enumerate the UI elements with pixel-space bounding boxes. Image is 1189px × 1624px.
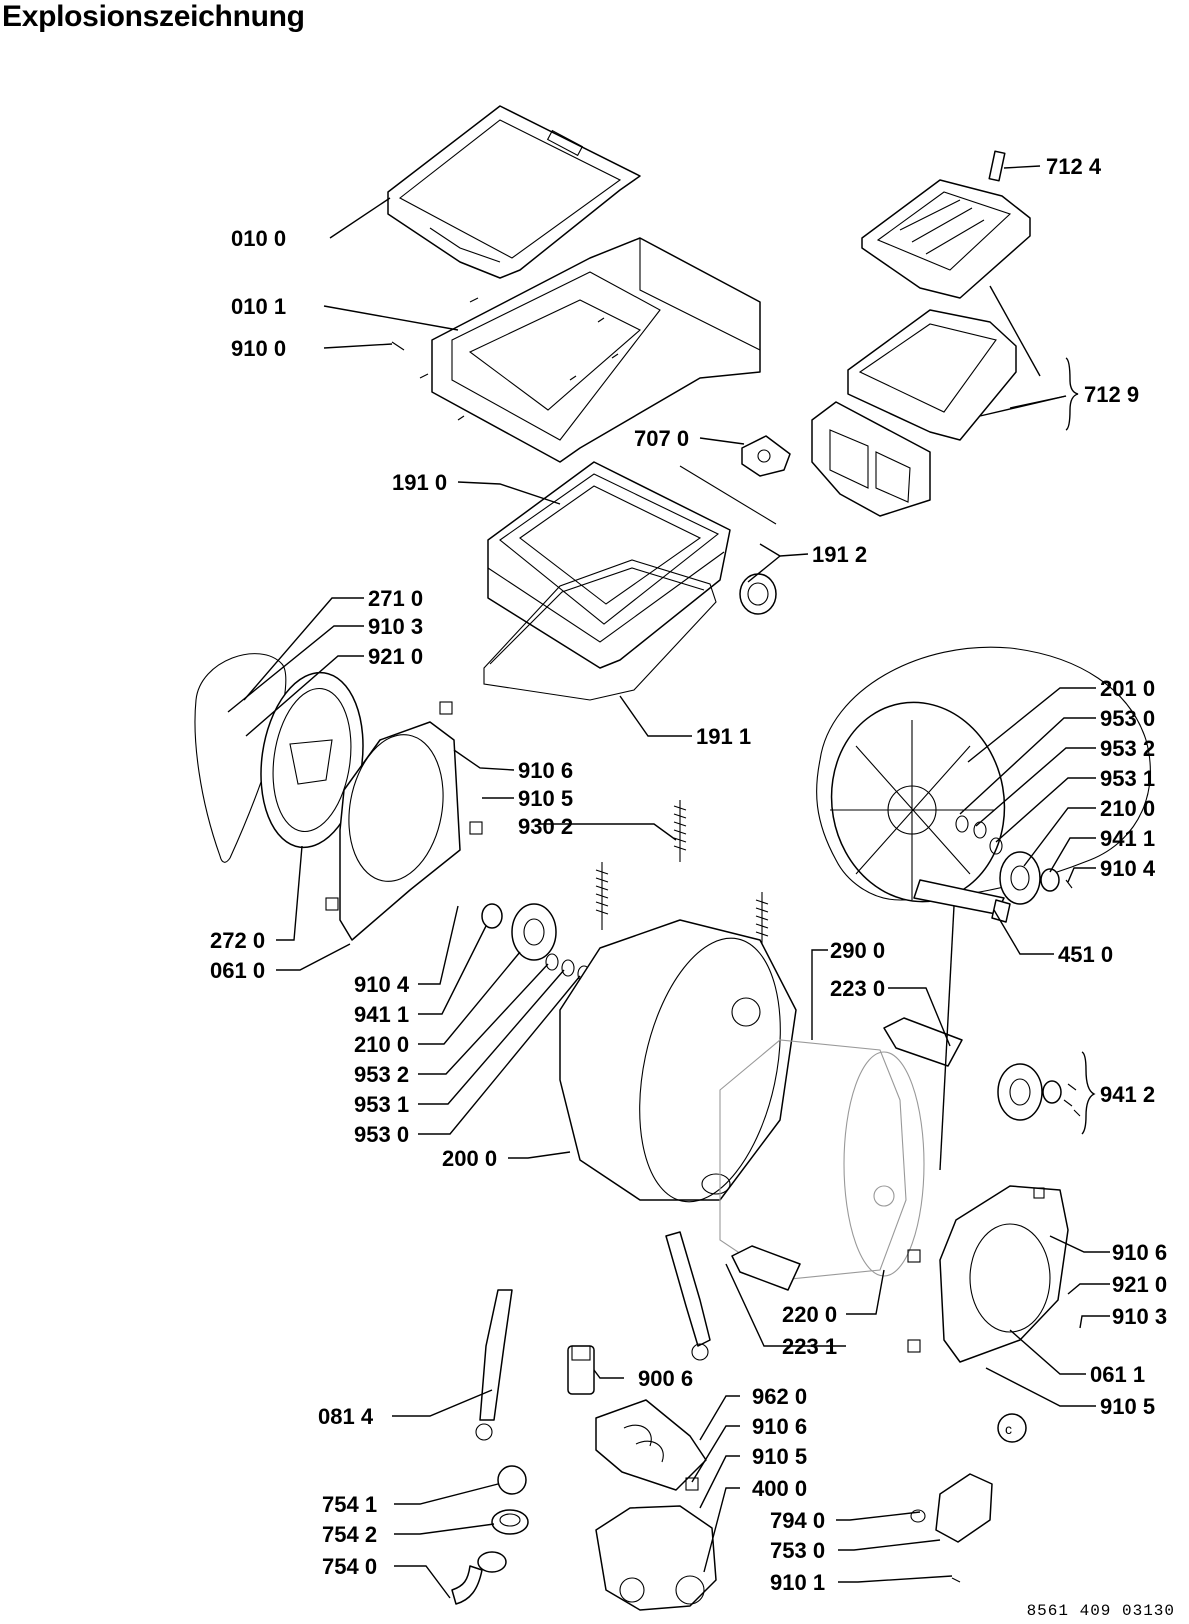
part-shock-absorber-front [665, 1231, 711, 1361]
label-953-2-left: 953 2 [354, 1062, 409, 1087]
part-rod [679, 465, 777, 525]
label-910-6-right: 910 6 [1112, 1240, 1167, 1265]
label-081-4: 081 4 [318, 1404, 374, 1429]
label-210-0-left: 210 0 [354, 1032, 409, 1057]
label-910-4-left: 910 4 [354, 972, 410, 997]
label-200-0: 200 0 [442, 1146, 497, 1171]
label-191-2: 191 2 [812, 542, 867, 567]
part-rear-cross-group [816, 646, 1151, 901]
label-910-3-left: 910 3 [368, 614, 423, 639]
part-detergent-drawer [811, 179, 1031, 517]
part-side-panel-061-1 [907, 1185, 1069, 1363]
label-201-0: 201 0 [1100, 676, 1155, 701]
part-plate-962 [595, 1399, 707, 1491]
part-tub-ring [487, 461, 731, 669]
label-451-0: 451 0 [1058, 942, 1113, 967]
part-rear-bearing-set [955, 815, 1073, 905]
part-712-4 [988, 150, 1006, 182]
label-191-0: 191 0 [392, 470, 447, 495]
label-910-0: 910 0 [231, 336, 286, 361]
label-941-2: 941 2 [1100, 1082, 1155, 1107]
label-754-0: 754 0 [322, 1554, 377, 1579]
part-lifter-223-0 [883, 1017, 963, 1067]
label-271-0: 271 0 [368, 586, 423, 611]
label-900-6: 900 6 [638, 1366, 693, 1391]
svg-text:c: c [1005, 1421, 1012, 1437]
label-921-0-right: 921 0 [1112, 1272, 1167, 1297]
document-number: 8561 409 03130 [1026, 1602, 1175, 1620]
part-lifter-223-1 [731, 1245, 801, 1291]
label-953-1-left: 953 1 [354, 1092, 409, 1117]
label-953-1-right: 953 1 [1100, 766, 1155, 791]
label-910-5-right: 910 5 [1100, 1394, 1155, 1419]
label-712-9: 712 9 [1084, 382, 1139, 407]
part-754-group [451, 1465, 529, 1605]
label-953-2-right: 953 2 [1100, 736, 1155, 761]
label-910-6-left: 910 6 [518, 758, 573, 783]
label-223-0: 223 0 [830, 976, 885, 1001]
label-953-0-left: 953 0 [354, 1122, 409, 1147]
part-rear-tub-cross [830, 701, 1006, 903]
page-title: Explosionszeichnung [2, 0, 305, 33]
label-910-3-right: 910 3 [1112, 1304, 1167, 1329]
label-753-0: 753 0 [770, 1538, 825, 1563]
part-screw-top [391, 341, 405, 351]
label-707-0: 707 0 [634, 426, 689, 451]
label-910-5-left: 910 5 [518, 786, 573, 811]
label-400-0: 400 0 [752, 1476, 807, 1501]
part-top-cover [387, 105, 641, 279]
label-921-0-left: 921 0 [368, 644, 423, 669]
leader-lines [227, 165, 1110, 1599]
part-shock-absorber-081 [475, 1289, 513, 1441]
part-707-0 [741, 435, 791, 477]
label-061-0: 061 0 [210, 958, 265, 983]
label-220-0: 220 0 [782, 1302, 837, 1327]
label-930-2: 930 2 [518, 814, 573, 839]
label-910-1: 910 1 [770, 1570, 825, 1595]
label-191-1: 191 1 [696, 724, 751, 749]
label-010-1: 010 1 [231, 294, 286, 319]
label-061-1: 061 1 [1090, 1362, 1145, 1387]
part-941-2-bearing [997, 1063, 1081, 1121]
part-pump [595, 1477, 717, 1611]
part-cabinet-frame [419, 237, 761, 463]
label-953-0-right: 953 0 [1100, 706, 1155, 731]
label-794-0: 794 0 [770, 1508, 825, 1533]
label-754-2: 754 2 [322, 1522, 377, 1547]
part-belt-271 [194, 653, 287, 863]
label-712-4: 712 4 [1046, 154, 1102, 179]
part-left-bearing-set [481, 903, 591, 983]
label-941-1-right: 941 1 [1100, 826, 1155, 851]
part-outer-tub-front [559, 919, 797, 1203]
label-941-1-left: 941 1 [354, 1002, 409, 1027]
part-seal [483, 559, 717, 701]
part-side-panel-061-0 [325, 701, 483, 941]
label-754-1: 754 1 [322, 1492, 377, 1517]
part-springs [595, 800, 769, 944]
label-010-0: 010 0 [231, 226, 286, 251]
label-910-4-right: 910 4 [1100, 856, 1156, 881]
label-962-0: 962 0 [752, 1384, 807, 1409]
label-910-5-bottom: 910 5 [752, 1444, 807, 1469]
part-900-6 [567, 1345, 595, 1395]
label-210-0-right: 210 0 [1100, 796, 1155, 821]
label-272-0: 272 0 [210, 928, 265, 953]
label-290-0: 290 0 [830, 938, 885, 963]
label-223-1: 223 1 [782, 1334, 837, 1359]
part-level-sensor: c [910, 1413, 1027, 1583]
label-910-6-bottom: 910 6 [752, 1414, 807, 1439]
part-pulley-191-2 [739, 573, 777, 615]
